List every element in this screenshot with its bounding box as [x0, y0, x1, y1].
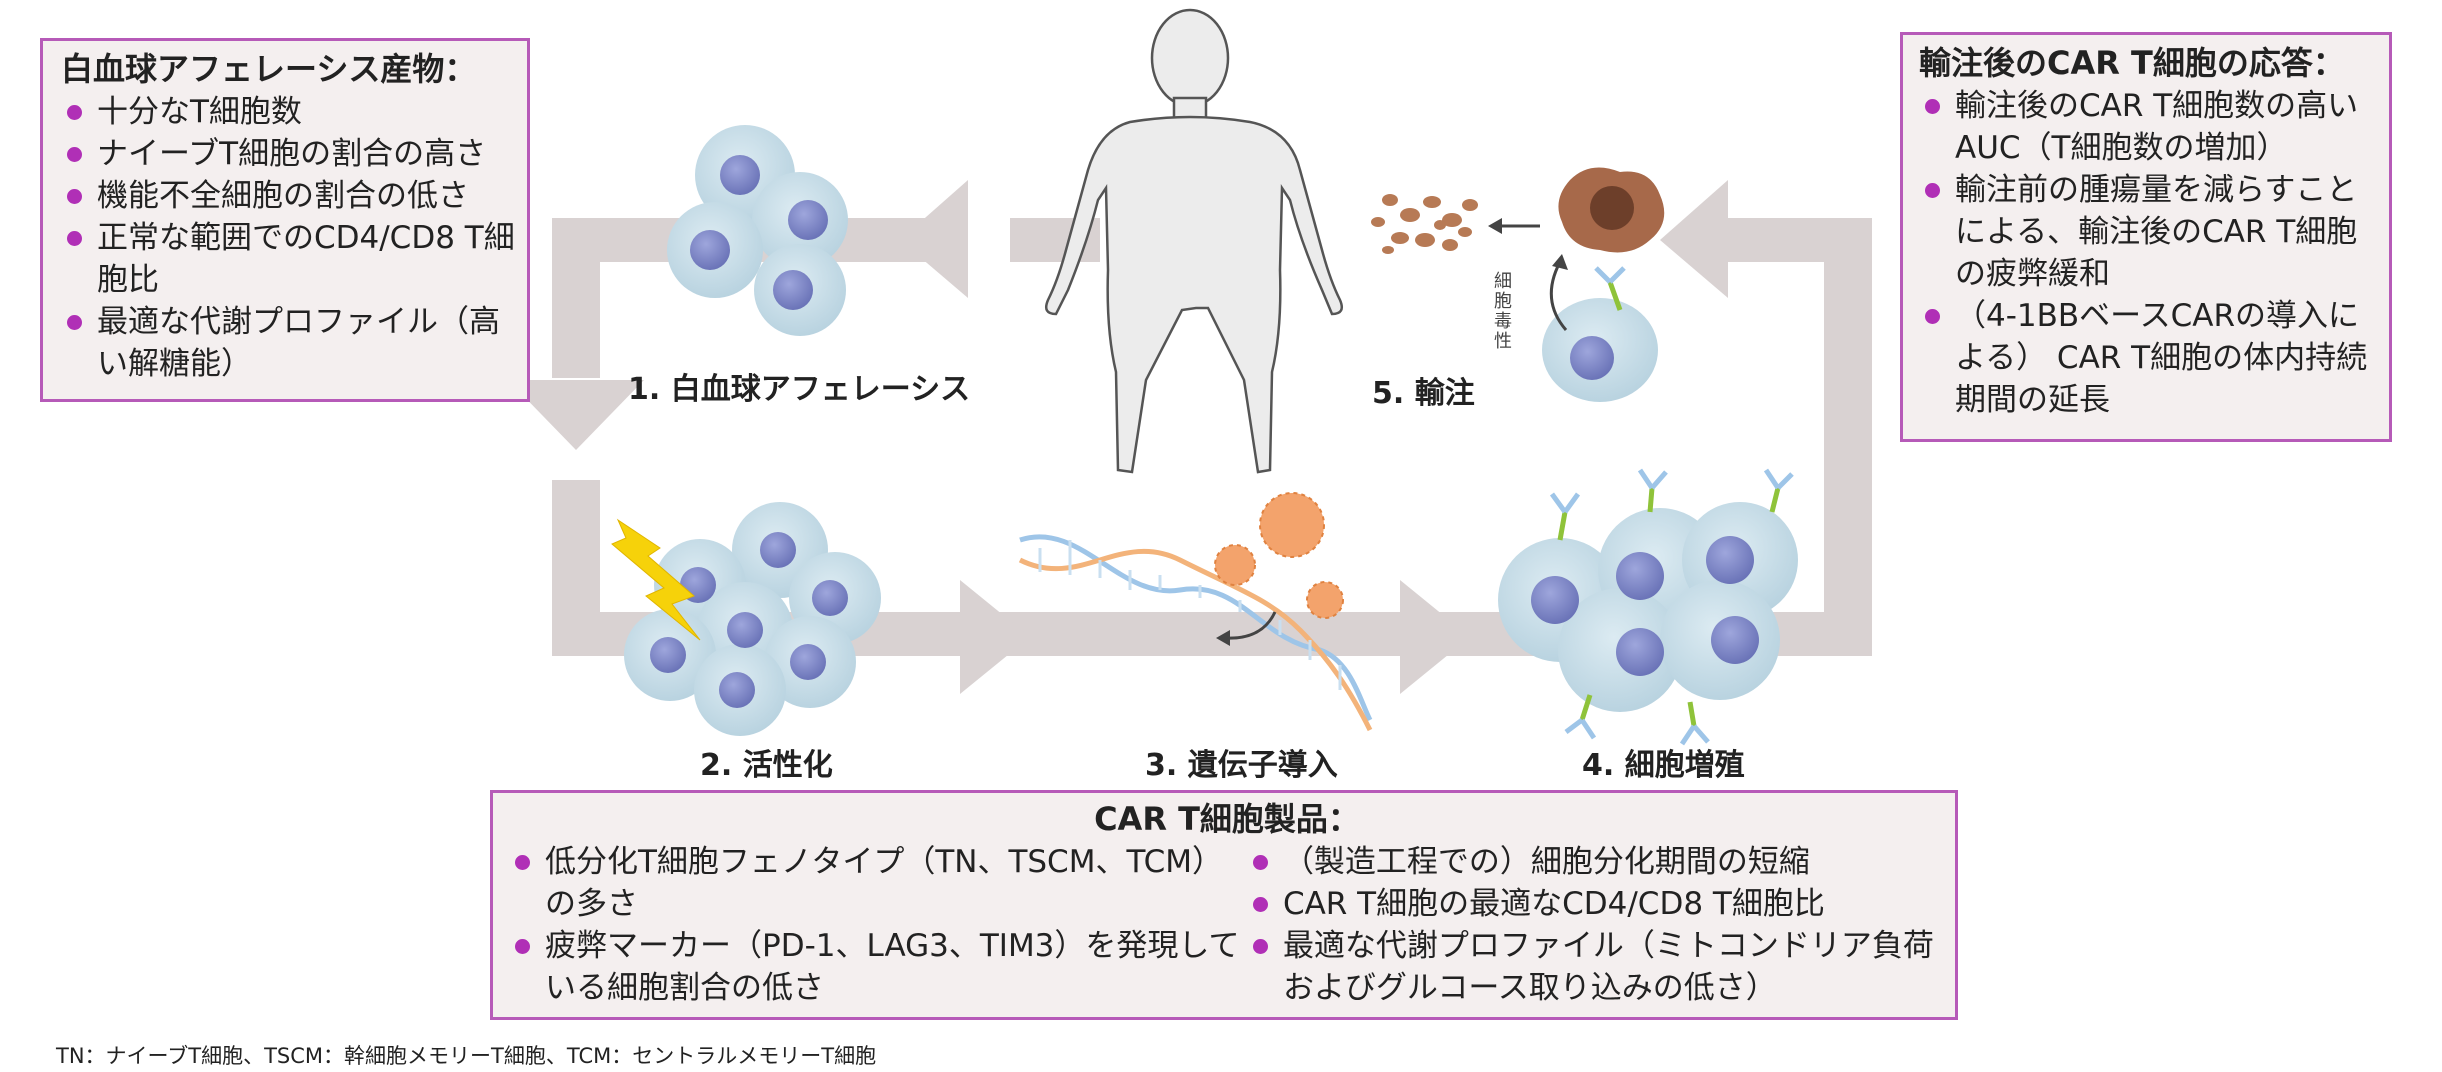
left-vertical-band	[552, 218, 600, 378]
list-item: 輸注前の腫瘍量を減らすことによる、輸注後のCAR T細胞の疲弊緩和	[1919, 169, 2379, 295]
list-item: 最適な代謝プロファイル（ミトコンドリア負荷およびグルコース取り込みの低さ）	[1247, 925, 1945, 1009]
car-receptor-icon	[1549, 468, 1794, 746]
virus-entry-arrow	[1224, 611, 1277, 640]
list-item: 機能不全細胞の割合の低さ	[61, 175, 517, 217]
virus-icon	[1214, 492, 1344, 619]
apheresis-product-list: 十分なT細胞数 ナイーブT細胞の割合の高さ 機能不全細胞の割合の低さ 正常な範囲…	[61, 91, 517, 385]
apheresis-product-title: 白血球アフェレーシス産物：	[61, 50, 477, 88]
car-t-product-list-left: 低分化T細胞フェノタイプ（TN、TSCM、TCM）の多さ 疲弊マーカー（PD-1…	[509, 841, 1247, 1009]
step-label-apheresis: 1. 白血球アフェレーシス	[628, 372, 971, 407]
tumor-cell-icon	[1558, 167, 1665, 253]
post-infusion-response-box: 輸注後のCAR T細胞の応答： 輸注後のCAR T細胞数の高いAUC（T細胞数の…	[1900, 32, 2392, 442]
arrowhead-right-1	[960, 580, 1030, 694]
list-item: 十分なT細胞数	[61, 91, 517, 133]
list-item: 低分化T細胞フェノタイプ（TN、TSCM、TCM）の多さ	[509, 841, 1247, 925]
step-label-transduction: 3. 遺伝子導入	[1145, 748, 1338, 783]
list-item: 正常な範囲でのCD4/CD8 T細胞比	[61, 217, 517, 301]
human-figure-icon	[1045, 8, 1343, 474]
activation-cells	[624, 502, 881, 736]
list-item: （4-1BBベースCARの導入による） CAR T細胞の体内持続期間の延長	[1919, 295, 2379, 421]
list-item: （製造工程での）細胞分化期間の短縮	[1247, 841, 1945, 883]
apheresis-product-box: 白血球アフェレーシス産物： 十分なT細胞数 ナイーブT細胞の割合の高さ 機能不全…	[40, 38, 530, 402]
post-infusion-response-list: 輸注後のCAR T細胞数の高いAUC（T細胞数の増加） 輸注前の腫瘍量を減らすこ…	[1919, 85, 2379, 421]
tumor-debris-icon	[1371, 194, 1478, 254]
cytotoxic-arrow	[1549, 261, 1568, 331]
arrowhead-right-2	[1400, 580, 1470, 694]
list-item: 最適な代謝プロファイル（高い解糖能）	[61, 301, 517, 385]
list-item: ナイーブT細胞の割合の高さ	[61, 133, 517, 175]
dna-helix-icon	[1018, 534, 1373, 732]
car-t-product-box: CAR T細胞製品： 低分化T細胞フェノタイプ（TN、TSCM、TCM）の多さ …	[490, 790, 1958, 1020]
expansion-cells	[1498, 502, 1798, 712]
post-infusion-response-title: 輸注後のCAR T細胞の応答：	[1919, 44, 2345, 82]
right-vertical-band	[1824, 218, 1872, 656]
top-right-band	[1700, 218, 1872, 262]
cytotoxic-label: 細胞毒性	[1494, 271, 1512, 352]
lightning-icon	[611, 518, 701, 641]
arrowhead-left-top	[900, 180, 968, 298]
arrowhead-left-right	[1660, 180, 1728, 298]
car-t-product-list-right: （製造工程での）細胞分化期間の短縮 CAR T細胞の最適なCD4/CD8 T細胞…	[1247, 841, 1945, 1009]
step-label-expansion: 4. 細胞増殖	[1582, 748, 1745, 783]
arrowhead-down-left	[508, 380, 644, 450]
list-item: 輸注後のCAR T細胞数の高いAUC（T細胞数の増加）	[1919, 85, 2379, 169]
list-item: CAR T細胞の最適なCD4/CD8 T細胞比	[1247, 883, 1945, 925]
step-label-infusion: 5. 輸注	[1372, 376, 1475, 411]
car-t-cell-icon	[1542, 266, 1658, 402]
step-label-activation: 2. 活性化	[700, 748, 833, 783]
footnote: TN：ナイーブT細胞、TSCM：幹細胞メモリーT細胞、TCM：セントラルメモリー…	[56, 1044, 877, 1068]
list-item: 疲弊マーカー（PD-1、LAG3、TIM3）を発現している細胞割合の低さ	[509, 925, 1247, 1009]
apheresis-cells	[667, 125, 848, 336]
car-t-product-title: CAR T細胞製品：	[1094, 800, 1360, 838]
